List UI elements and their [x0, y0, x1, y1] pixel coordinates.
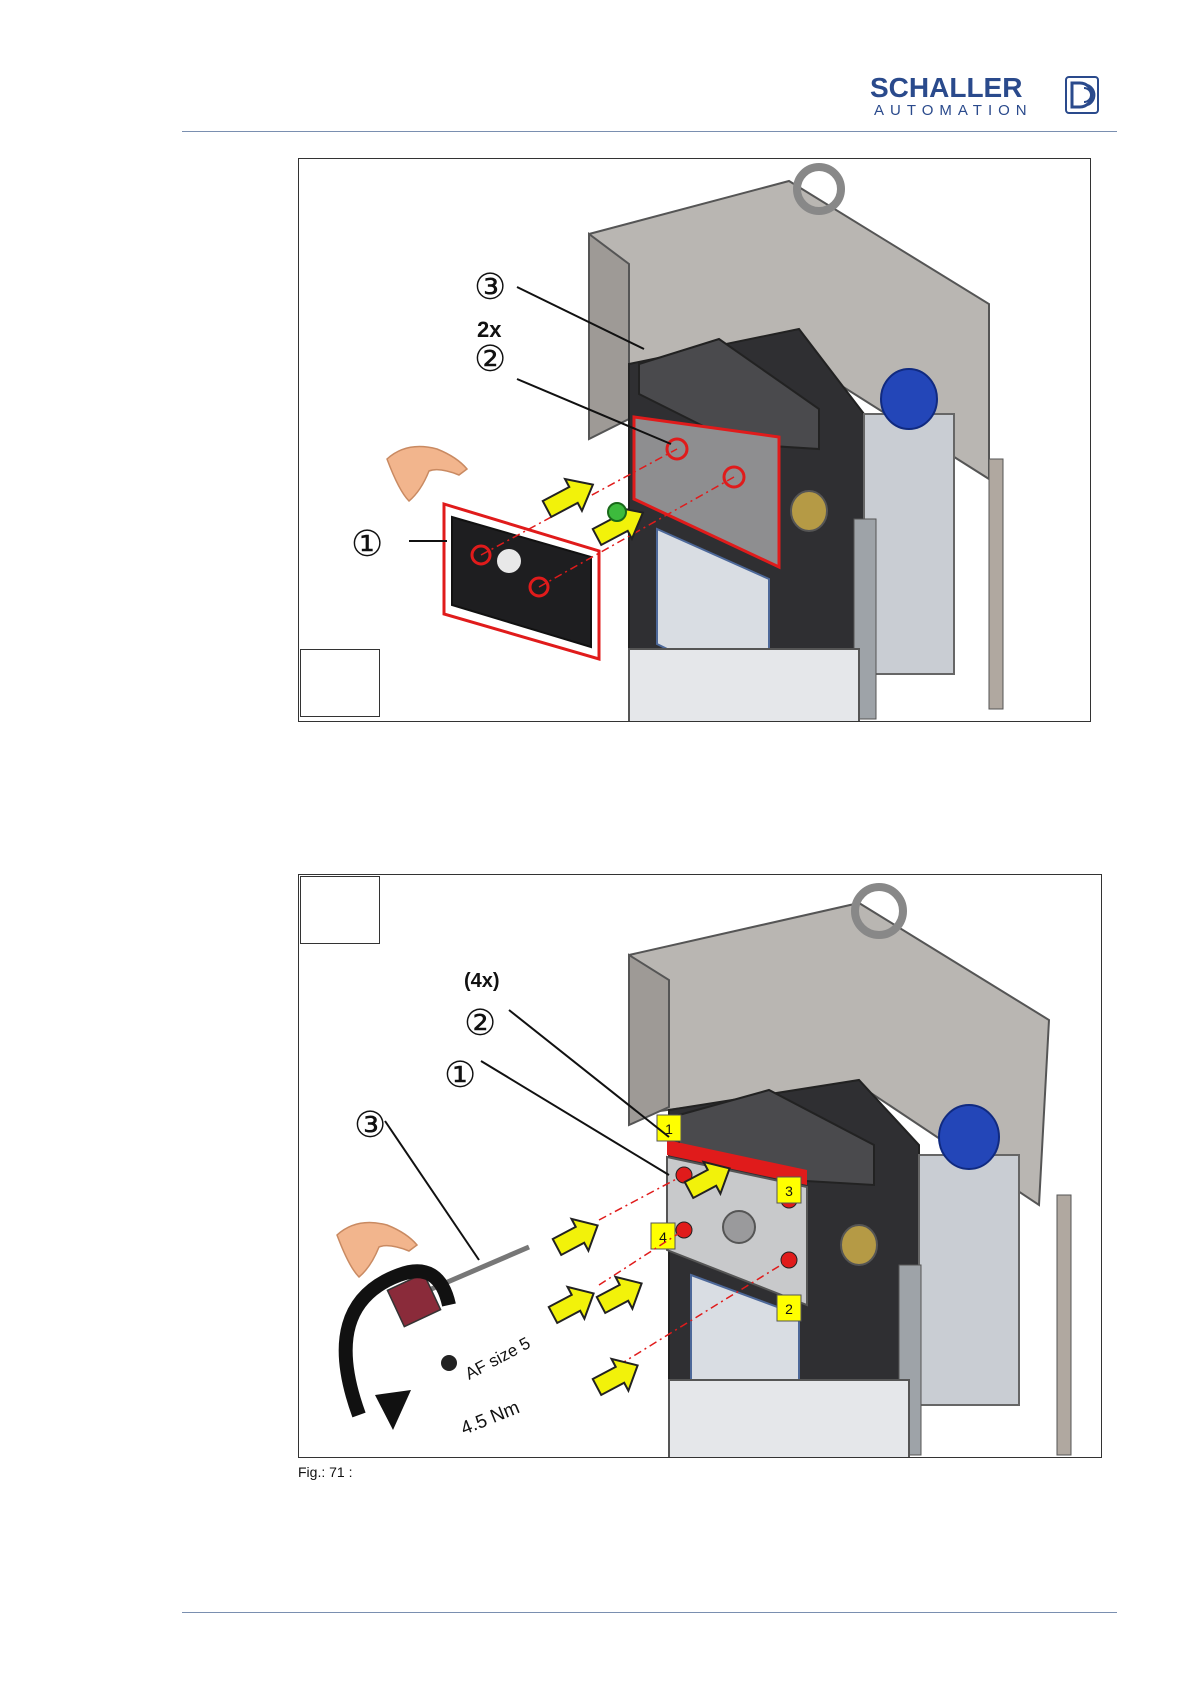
arrow-icon-2 [545, 1278, 603, 1331]
callout-1: ① [351, 523, 383, 564]
arrow-icon-3 [593, 1268, 651, 1321]
figure2-illustration: 1 3 4 2 [299, 875, 1102, 1458]
bolt-order-marker-4: 4 [651, 1223, 675, 1249]
tool-size-label: AF size 5 [462, 1333, 533, 1383]
hex-socket-icon [441, 1355, 457, 1371]
plate-hole-center [497, 549, 521, 573]
bolt-order-marker-2: 2 [777, 1295, 801, 1321]
torque-label: 4.5 Nm [458, 1397, 523, 1439]
green-knob-icon [608, 503, 626, 521]
callout-2: ② [464, 1002, 496, 1043]
step-number-box [300, 876, 380, 944]
svg-text:3: 3 [785, 1183, 793, 1199]
arrow-icon-1 [549, 1210, 607, 1263]
svg-text:2: 2 [785, 1301, 793, 1317]
plate-center-hole [723, 1211, 755, 1243]
bolt-order-marker-1: 1 [657, 1115, 681, 1141]
pneumatic-unit [919, 1155, 1019, 1405]
logo-mark-icon [1065, 76, 1099, 114]
callout-2: ② [474, 338, 506, 379]
callout-3: ③ [354, 1104, 386, 1145]
hose-right [1057, 1195, 1071, 1455]
regulator-knob-icon [939, 1105, 999, 1169]
figure1-illustration: ③ ② 2x ① [299, 159, 1091, 722]
arrow-icon-1 [539, 469, 602, 525]
bolt-order-marker-3: 3 [777, 1177, 801, 1203]
rotation-arrowhead-icon [375, 1390, 411, 1430]
quantity-label: 2x [477, 317, 502, 342]
header-rule [182, 131, 1117, 132]
hose-right [989, 459, 1003, 709]
logo-text-top: SCHALLER [870, 72, 1022, 104]
step-number-box [300, 649, 380, 717]
lower-frame [629, 649, 859, 722]
brass-fitting-icon [791, 491, 827, 531]
logo-text-bottom: AUTOMATION [874, 102, 1033, 119]
figure-mount-plate: 1 3 4 2 [298, 874, 1102, 1458]
hand-icon [387, 447, 467, 501]
figure-remove-plate: ③ ② 2x ① [298, 158, 1091, 722]
lower-frame [669, 1380, 909, 1458]
company-logo: SCHALLER AUTOMATION [870, 72, 1115, 118]
callout-1: ① [444, 1054, 476, 1095]
housing-side-plate [589, 234, 629, 439]
brass-fitting-icon [841, 1225, 877, 1265]
callout-3: ③ [474, 266, 506, 307]
footer-rule [182, 1612, 1117, 1613]
quantity-label: (4x) [464, 970, 500, 992]
housing-side-plate [629, 955, 669, 1125]
arrow-icon-4 [589, 1350, 647, 1403]
figure-caption: Fig.: 71 : [298, 1464, 352, 1480]
pneumatic-unit [864, 414, 954, 674]
regulator-knob-icon [881, 369, 937, 429]
